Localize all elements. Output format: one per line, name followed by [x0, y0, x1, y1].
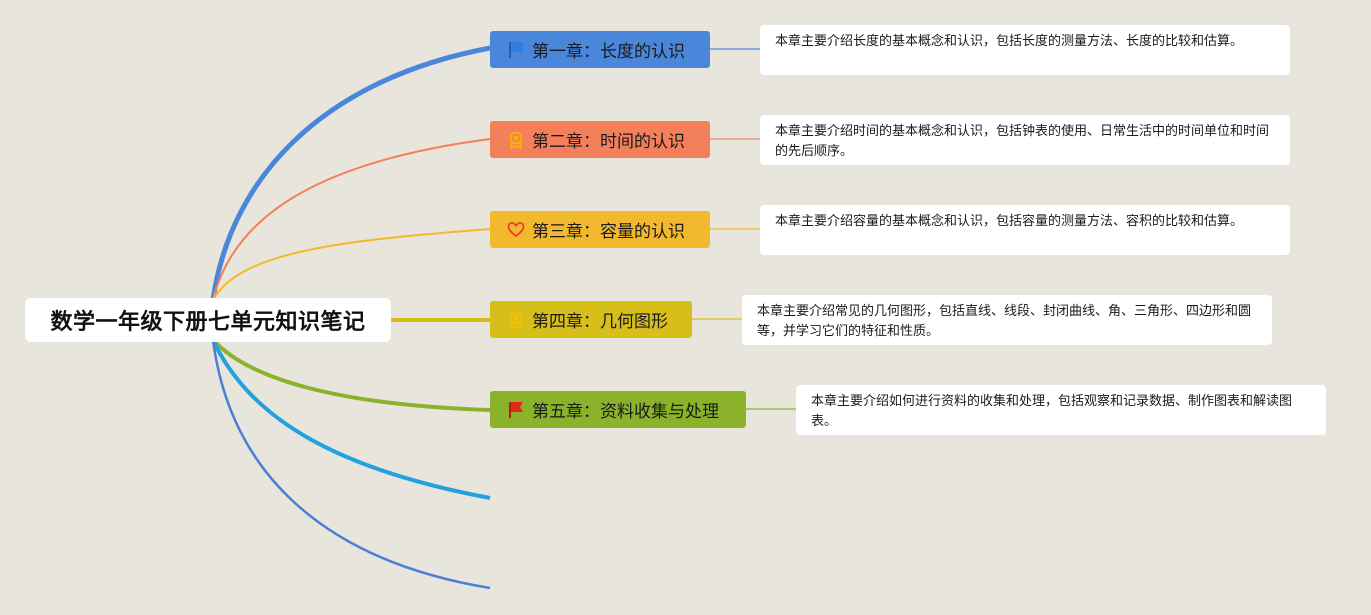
note-text: 本章主要介绍常见的几何图形，包括直线、线段、封闭曲线、角、三角形、四边形和圆等，…: [757, 304, 1252, 339]
connector-branch-2: [212, 138, 491, 301]
branch-label: 第五章：资料收集与处理: [532, 402, 719, 422]
note-text: 本章主要介绍长度的基本概念和认识，包括长度的测量方法、长度的比较和估算。: [775, 34, 1244, 49]
note-chapter-2[interactable]: 本章主要介绍时间的基本概念和认识，包括钟表的使用、日常生活中的时间单位和时间的先…: [760, 115, 1290, 165]
connector-branch-3: [212, 228, 491, 301]
connector-branch-1: [210, 45, 493, 303]
branch-chapter-1[interactable]: 第一章：长度的认识: [490, 31, 710, 68]
note-chapter-1[interactable]: 本章主要介绍长度的基本概念和认识，包括长度的测量方法、长度的比较和估算。: [760, 25, 1290, 75]
connector-empty-branch-2: [211, 339, 491, 590]
note-chapter-5[interactable]: 本章主要介绍如何进行资料的收集和处理，包括观察和记录数据、制作图表和解读图表。: [796, 385, 1326, 435]
connector-empty-branch-1: [211, 339, 491, 500]
red-flag-icon: [506, 400, 526, 420]
award-ribbon-icon: [506, 310, 526, 330]
branch-chapter-5[interactable]: 第五章：资料收集与处理: [490, 391, 746, 428]
award-ribbon-icon: [506, 130, 526, 150]
branch-chapter-4[interactable]: 第四章：几何图形: [490, 301, 692, 338]
note-text: 本章主要介绍容量的基本概念和认识，包括容量的测量方法、容积的比较和估算。: [775, 214, 1244, 229]
note-chapter-3[interactable]: 本章主要介绍容量的基本概念和认识，包括容量的测量方法、容积的比较和估算。: [760, 205, 1290, 255]
connector-branch-5: [211, 338, 491, 412]
note-chapter-4[interactable]: 本章主要介绍常见的几何图形，包括直线、线段、封闭曲线、角、三角形、四边形和圆等，…: [742, 295, 1272, 345]
branch-label: 第一章：长度的认识: [532, 42, 685, 62]
root-topic[interactable]: 数学一年级下册七单元知识笔记: [25, 298, 391, 342]
note-text: 本章主要介绍如何进行资料的收集和处理，包括观察和记录数据、制作图表和解读图表。: [811, 394, 1293, 429]
branch-label: 第四章：几何图形: [532, 312, 668, 332]
branch-label: 第二章：时间的认识: [532, 132, 685, 152]
branch-chapter-3[interactable]: 第三章：容量的认识: [490, 211, 710, 248]
blue-flag-icon: [506, 40, 526, 60]
note-text: 本章主要介绍时间的基本概念和认识，包括钟表的使用、日常生活中的时间单位和时间的先…: [775, 124, 1270, 159]
heart-icon: [506, 220, 526, 240]
branch-chapter-2[interactable]: 第二章：时间的认识: [490, 121, 710, 158]
branch-label: 第三章：容量的认识: [532, 222, 685, 242]
